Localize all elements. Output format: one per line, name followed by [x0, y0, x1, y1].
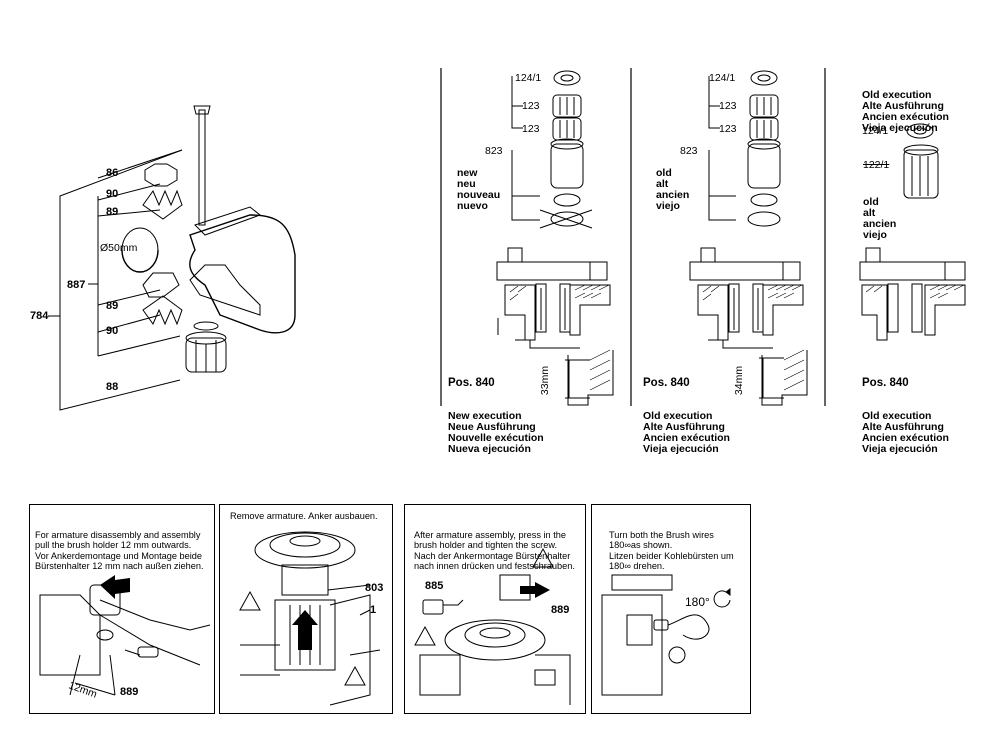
panel-2-label-1: 1: [370, 604, 377, 616]
old-part-823: 823: [680, 145, 698, 157]
panel-3-label-889: 889: [551, 604, 570, 616]
rod: [198, 109, 206, 226]
label-784: 784: [30, 310, 49, 322]
label-89-top: 89: [106, 206, 119, 218]
new-part-124-1: 124/1: [515, 72, 542, 84]
old2-part-124-1: 124/1: [862, 125, 889, 137]
old-dimension: 34mm: [733, 365, 746, 396]
bracket-lines: [59, 149, 183, 316]
panel-4-label-180: 180°: [685, 595, 710, 609]
panel-2-caption: Remove armature. Anker ausbauen.: [230, 511, 378, 521]
section-old2: [859, 247, 966, 341]
panel-2-label-803: 803: [365, 582, 384, 594]
panel-2: Remove armature. Anker ausbauen. 803 1: [219, 504, 393, 714]
label-887: 887: [67, 279, 86, 291]
label-90-bottom: 90: [106, 325, 119, 337]
label-diameter: Ø50mm: [100, 242, 138, 254]
new-part-823: 823: [485, 145, 503, 157]
panel-1-label-889: 889: [120, 686, 139, 698]
dim-new: [565, 349, 614, 406]
old-part-123b: 123: [719, 123, 737, 135]
label-88: 88: [106, 381, 119, 393]
label-86: 86: [106, 167, 119, 179]
col-new-parts: [511, 70, 593, 229]
section-old: [689, 247, 804, 349]
new-part-123b: 123: [522, 123, 540, 135]
panel-2-drawing: [239, 531, 381, 706]
panel-1-drawing: [39, 575, 211, 696]
old-part-124-1: 124/1: [709, 72, 736, 84]
old2-part-122-1: 122/1: [863, 159, 890, 171]
col-old-parts: [708, 70, 781, 227]
label-90-top: 90: [106, 188, 119, 200]
panel-3-label-885: 885: [425, 580, 444, 592]
nut: [144, 163, 178, 187]
panel-3-drawing: [414, 547, 571, 705]
panel-4-drawing: [601, 574, 731, 696]
new-part-123a: 123: [522, 100, 540, 112]
new-dimension: 33mm: [539, 365, 552, 396]
old-part-123a: 123: [719, 100, 737, 112]
label-89-bottom: 89: [106, 300, 119, 312]
dim-old: [759, 349, 808, 406]
section-new: [496, 247, 611, 349]
